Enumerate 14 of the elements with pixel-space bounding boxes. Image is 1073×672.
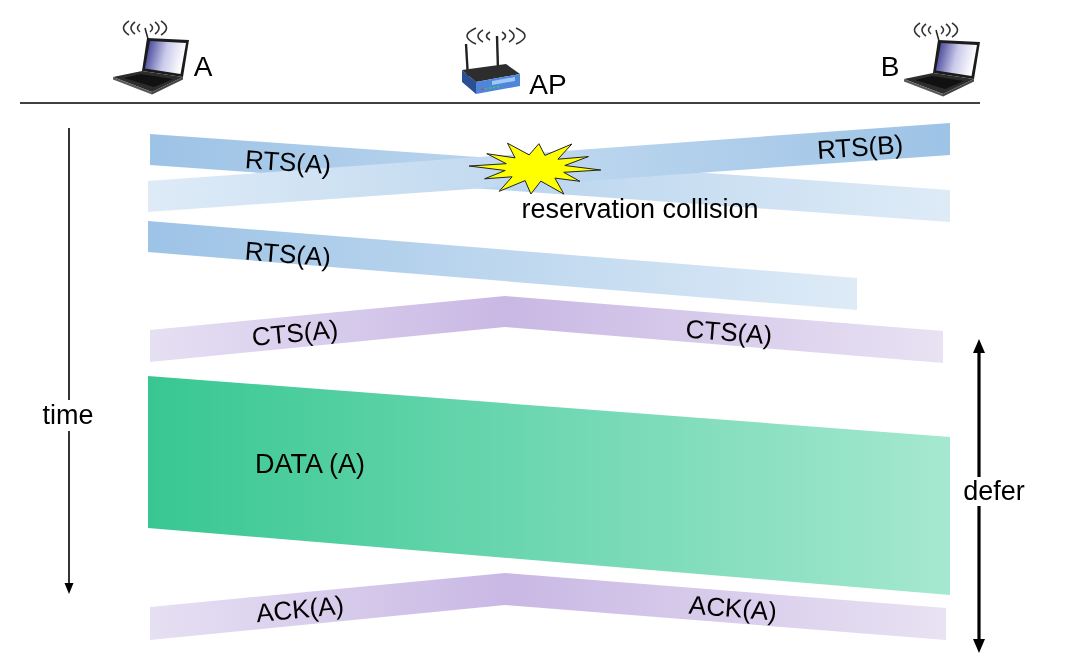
message-label: DATA (A) (255, 450, 365, 478)
message-label: ACK(A) (254, 591, 346, 627)
axis-label: time (42, 401, 94, 429)
station-label: AP (529, 71, 567, 99)
message-label: RTS(A) (244, 146, 332, 178)
message-label: CTS(A) (250, 315, 340, 351)
message-label: RTS(A) (244, 237, 332, 271)
station-label: A (193, 53, 213, 81)
message-label: ACK(A) (688, 591, 778, 625)
message-label: RTS(B) (816, 131, 904, 163)
message-label: CTS(A) (684, 315, 774, 349)
annotation-text: defer (963, 477, 1025, 505)
station-label: B (880, 53, 900, 81)
caption-text: reservation collision (521, 195, 759, 223)
